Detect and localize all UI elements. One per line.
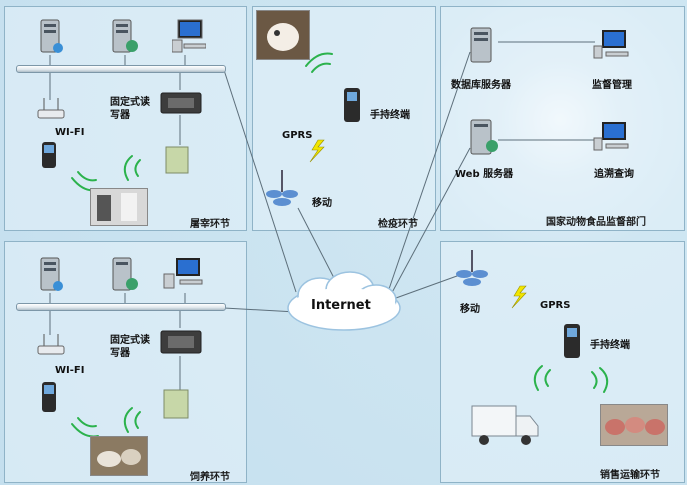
fixed-reader-icon: [160, 92, 202, 114]
fixed-reader-label: 固定式读写器: [110, 97, 150, 121]
internet-cloud-icon: [287, 271, 401, 331]
server-icon: [112, 257, 138, 291]
supervision-panel-label: 国家动物食品监督部门: [546, 217, 646, 228]
computer-icon: [163, 258, 203, 289]
handheld-terminal-icon: [42, 382, 56, 412]
gprs-label: GPRS: [282, 130, 313, 141]
transport-panel-label: 销售运输环节: [600, 470, 660, 481]
fixed-reader-label: 固定式读写器: [110, 335, 150, 359]
rfid-antenna-icon: [165, 146, 189, 174]
handheld-label: 手持终端: [370, 110, 410, 121]
meat-photo: [600, 404, 668, 446]
slaughter-panel-label: 屠宰环节: [190, 219, 230, 230]
mobile-base-station-icon: [456, 250, 488, 286]
wifi-router-icon: [37, 98, 65, 119]
cattle-photo: [256, 10, 310, 60]
database-server-icon: [470, 27, 492, 63]
monitor-label: 监督管理: [592, 80, 632, 91]
server-icon: [40, 257, 63, 291]
web-server-label: Web 服务器: [455, 169, 514, 180]
fixed-reader-icon: [160, 330, 202, 354]
web-server-icon: [470, 119, 498, 155]
trace-label: 追溯查询: [594, 169, 634, 180]
slaughter-photo: [90, 188, 148, 226]
wifi-label: WI-FI: [55, 127, 85, 138]
db-server-label: 数据库服务器: [451, 80, 511, 91]
server-icon: [40, 19, 63, 53]
internet-label: Internet: [311, 298, 371, 313]
livestock-photo: [90, 436, 148, 476]
computer-icon: [172, 19, 206, 53]
mobile-label: 移动: [312, 198, 332, 209]
handheld-label: 手持终端: [590, 340, 630, 351]
handheld-terminal-icon: [344, 88, 360, 122]
handheld-terminal-icon: [564, 324, 580, 358]
inspection-panel-label: 检疫环节: [378, 219, 418, 230]
network-bus-feeding: [16, 303, 226, 311]
mobile-base-station-icon: [266, 170, 298, 206]
wifi-router-icon: [37, 334, 65, 355]
wifi-label: WI-FI: [55, 365, 85, 376]
gprs-label: GPRS: [540, 300, 571, 311]
computer-icon: [593, 30, 629, 59]
mobile-label: 移动: [460, 304, 480, 315]
truck-icon: [471, 405, 539, 445]
feeding-panel-label: 饲养环节: [190, 472, 230, 483]
server-icon: [112, 19, 138, 53]
rfid-antenna-icon: [163, 389, 189, 419]
computer-icon: [593, 122, 629, 151]
handheld-terminal-icon: [42, 142, 56, 168]
network-bus-slaughter: [16, 65, 226, 73]
